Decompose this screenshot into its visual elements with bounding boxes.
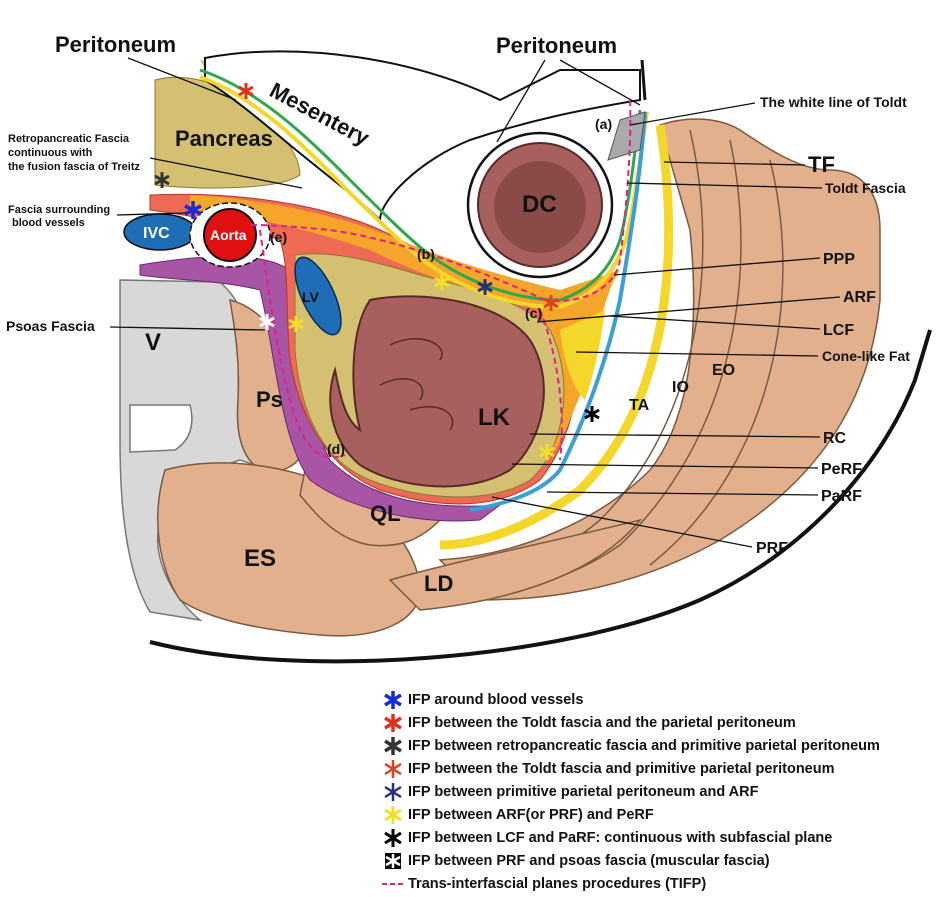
left-renal-vein bbox=[294, 256, 342, 336]
aorta-vessel bbox=[203, 208, 257, 262]
star-red-mesentery bbox=[238, 83, 254, 99]
label-prf: PRF bbox=[756, 540, 788, 557]
label-lcf: LCF bbox=[823, 322, 854, 339]
legend-item: IFP around blood vessels bbox=[382, 690, 942, 710]
star-darkgray-icon bbox=[384, 737, 402, 755]
star-yellow-psoas bbox=[288, 316, 304, 332]
label-ivc: IVC bbox=[143, 225, 170, 242]
star-red-icon bbox=[384, 714, 402, 732]
legend-item: IFP between LCF and PaRF: continuous wit… bbox=[382, 828, 942, 848]
spinal-canal bbox=[129, 404, 193, 453]
label-dc: DC bbox=[522, 191, 557, 218]
star-yellow-perf bbox=[539, 444, 555, 460]
label-io: IO bbox=[672, 379, 689, 396]
legend-text: IFP between the Toldt fascia and the par… bbox=[408, 715, 796, 731]
tifp-line-d bbox=[259, 229, 346, 459]
label-rc: RC bbox=[823, 430, 847, 447]
skin-upper bbox=[640, 59, 647, 101]
label-ta: TA bbox=[629, 397, 650, 414]
star-yellow-icon bbox=[384, 806, 402, 824]
label-peritoneum-left: Peritoneum bbox=[55, 32, 176, 57]
legend-text: IFP between LCF and PaRF: continuous wit… bbox=[408, 830, 833, 846]
star-white-box-icon bbox=[385, 853, 401, 869]
star-orange-red-toldt bbox=[543, 295, 559, 311]
legend-item: IFP between primitive parietal peritoneu… bbox=[382, 782, 942, 802]
label-point-d: (d) bbox=[327, 441, 345, 457]
legend-text: IFP between ARF(or PRF) and PeRF bbox=[408, 807, 654, 823]
label-point-b: (b) bbox=[417, 246, 435, 262]
label-cone-fat: Cone-like Fat bbox=[822, 348, 910, 364]
dashed-line-icon bbox=[382, 883, 404, 885]
star-white-psoas bbox=[259, 314, 275, 330]
descending-colon-lumen bbox=[494, 161, 586, 253]
toldt-yellow-line bbox=[199, 75, 649, 310]
tifp-line-b bbox=[249, 224, 546, 301]
skin-outline bbox=[149, 329, 932, 664]
legend-item: IFP between ARF(or PRF) and PeRF bbox=[382, 805, 942, 825]
label-toldt-fascia: Toldt Fascia bbox=[825, 180, 906, 196]
muscle-divider-3 bbox=[649, 159, 784, 566]
star-darkgray-retropancreatic bbox=[154, 172, 170, 188]
legend-text: IFP between primitive parietal peritoneu… bbox=[408, 784, 759, 800]
star-navy-icon bbox=[384, 783, 402, 801]
legend-text: IFP between PRF and psoas fascia (muscul… bbox=[408, 853, 770, 869]
legend-item: Trans-interfascial planes procedures (TI… bbox=[382, 874, 942, 894]
label-psoas-fascia: Psoas Fascia bbox=[6, 318, 95, 334]
label-fascia-vessels-2: blood vessels bbox=[12, 217, 85, 229]
label-ps: Ps bbox=[256, 387, 283, 412]
blue-line bbox=[469, 111, 647, 512]
label-pancreas: Pancreas bbox=[175, 126, 273, 151]
star-black-lcf bbox=[584, 406, 600, 422]
cone-like-fat bbox=[560, 310, 605, 400]
legend-item: IFP between PRF and psoas fascia (muscul… bbox=[382, 851, 942, 871]
legend-text: IFP between the Toldt fascia and primiti… bbox=[408, 761, 835, 777]
label-retropancreatic-3: the fusion fascia of Treitz bbox=[8, 161, 141, 173]
star-blue-vessels bbox=[184, 201, 202, 219]
label-point-e: (e) bbox=[270, 229, 287, 245]
tifp-line-a bbox=[544, 99, 632, 302]
label-parf: PaRF bbox=[821, 488, 862, 505]
label-lv: LV bbox=[302, 289, 320, 305]
legend: IFP around blood vessels IFP between the… bbox=[382, 690, 942, 897]
label-es: ES bbox=[244, 545, 276, 572]
label-aorta: Aorta bbox=[210, 227, 247, 243]
mesentery bbox=[204, 50, 641, 223]
label-tf: TF bbox=[808, 152, 835, 177]
label-ql: QL bbox=[370, 501, 401, 526]
label-v: V bbox=[145, 329, 161, 356]
legend-item: IFP between the Toldt fascia and the par… bbox=[382, 713, 942, 733]
label-ppp: PPP bbox=[823, 251, 855, 268]
label-perf: PeRF bbox=[821, 461, 862, 478]
leader-lines bbox=[109, 57, 841, 548]
star-blue-icon bbox=[384, 691, 402, 709]
label-eo: EO bbox=[712, 362, 735, 379]
tifp-line-c bbox=[539, 309, 563, 461]
kidney-inner-lines bbox=[379, 338, 454, 431]
label-peritoneum-right: Peritoneum bbox=[496, 33, 617, 58]
label-ld: LD bbox=[424, 571, 453, 596]
label-white-line: The white line of Toldt bbox=[760, 94, 907, 110]
label-fascia-vessels-1: Fascia surrounding bbox=[8, 204, 110, 216]
legend-text: Trans-interfascial planes procedures (TI… bbox=[408, 876, 707, 892]
abdominal-wall-muscles bbox=[438, 118, 881, 601]
star-navy-ppp bbox=[477, 279, 493, 295]
legend-text: IFP between retropancreatic fascia and p… bbox=[408, 738, 880, 754]
legend-item: IFP between retropancreatic fascia and p… bbox=[382, 736, 942, 756]
arf-orange-layer bbox=[190, 195, 620, 470]
label-arf: ARF bbox=[843, 289, 876, 306]
label-retropancreatic-1: Retropancreatic Fascia bbox=[8, 133, 130, 145]
legend-item: IFP between the Toldt fascia and primiti… bbox=[382, 759, 942, 779]
latissimus-dorsi bbox=[388, 518, 642, 611]
label-point-c: (c) bbox=[525, 305, 542, 321]
label-lk: LK bbox=[478, 404, 511, 431]
label-point-a: (a) bbox=[595, 116, 612, 132]
legend-text: IFP around blood vessels bbox=[408, 692, 584, 708]
left-kidney bbox=[329, 295, 545, 488]
tf-yellow-layer bbox=[439, 124, 674, 550]
star-orange-red-icon bbox=[384, 760, 402, 778]
star-yellow-arf bbox=[434, 274, 450, 290]
label-retropancreatic-2: continuous with bbox=[8, 147, 93, 159]
star-black-icon bbox=[384, 829, 402, 847]
